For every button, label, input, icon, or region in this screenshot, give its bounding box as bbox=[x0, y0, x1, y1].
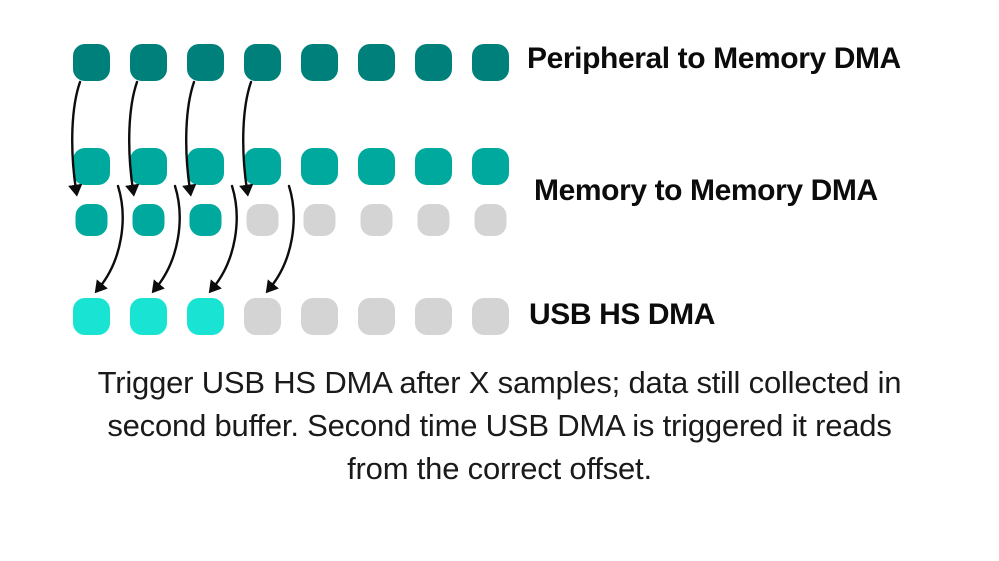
arrow-peripheral-to-buffer-1 bbox=[125, 80, 140, 197]
buffer-cell-usb-hs-dma-7 bbox=[472, 298, 509, 335]
buffer-cell-memory-buffer-second-6 bbox=[417, 204, 450, 236]
caption-line-1: Trigger USB HS DMA after X samples; data… bbox=[97, 365, 902, 400]
arrow-memory-to-usb-3 bbox=[265, 184, 295, 294]
buffer-cell-peripheral-to-memory-5 bbox=[358, 44, 395, 81]
buffer-cell-memory-to-memory-6 bbox=[415, 148, 452, 185]
row-label-peripheral-to-memory: Peripheral to Memory DMA bbox=[527, 42, 901, 75]
buffer-cell-peripheral-to-memory-7 bbox=[472, 44, 509, 81]
buffer-cell-memory-to-memory-2 bbox=[187, 148, 224, 185]
buffer-cell-memory-buffer-second-1 bbox=[132, 204, 165, 236]
buffer-cell-memory-to-memory-7 bbox=[472, 148, 509, 185]
buffer-cell-memory-buffer-second-3 bbox=[246, 204, 279, 236]
buffer-cell-memory-to-memory-0 bbox=[73, 148, 110, 185]
buffer-cell-peripheral-to-memory-0 bbox=[73, 44, 110, 81]
buffer-cell-memory-to-memory-5 bbox=[358, 148, 395, 185]
caption-line-3: from the correct offset. bbox=[347, 451, 652, 486]
buffer-cell-memory-buffer-second-4 bbox=[303, 204, 336, 236]
arrow-peripheral-to-buffer-2 bbox=[182, 80, 197, 197]
row-label-usb-hs-dma: USB HS DMA bbox=[529, 298, 716, 331]
arrow-memory-to-usb-2 bbox=[208, 184, 238, 294]
arrows-layer bbox=[68, 80, 295, 294]
buffer-cell-usb-hs-dma-3 bbox=[244, 298, 281, 335]
buffer-cell-usb-hs-dma-5 bbox=[358, 298, 395, 335]
buffer-cell-memory-to-memory-1 bbox=[130, 148, 167, 185]
buffer-cell-memory-to-memory-3 bbox=[244, 148, 281, 185]
buffer-cell-memory-to-memory-4 bbox=[301, 148, 338, 185]
buffer-cell-memory-buffer-second-0 bbox=[75, 204, 108, 236]
arrow-peripheral-to-buffer-0 bbox=[68, 80, 83, 197]
arrow-peripheral-to-buffer-3 bbox=[239, 80, 254, 197]
buffer-cell-usb-hs-dma-0 bbox=[73, 298, 110, 335]
caption-line-2: second buffer. Second time USB DMA is tr… bbox=[107, 408, 892, 443]
buffer-cell-memory-buffer-second-5 bbox=[360, 204, 393, 236]
buffer-cell-peripheral-to-memory-3 bbox=[244, 44, 281, 81]
buffer-cell-peripheral-to-memory-1 bbox=[130, 44, 167, 81]
buffer-cell-peripheral-to-memory-2 bbox=[187, 44, 224, 81]
arrow-memory-to-usb-1 bbox=[151, 184, 181, 294]
row-label-memory-to-memory: Memory to Memory DMA bbox=[534, 174, 878, 207]
buffer-cell-usb-hs-dma-6 bbox=[415, 298, 452, 335]
caption-block: Trigger USB HS DMA after X samples; data… bbox=[24, 361, 975, 490]
buffer-cell-memory-buffer-second-7 bbox=[474, 204, 507, 236]
buffer-cell-usb-hs-dma-4 bbox=[301, 298, 338, 335]
buffer-cell-usb-hs-dma-1 bbox=[130, 298, 167, 335]
buffer-cell-peripheral-to-memory-6 bbox=[415, 44, 452, 81]
buffer-cell-usb-hs-dma-2 bbox=[187, 298, 224, 335]
buffer-cell-peripheral-to-memory-4 bbox=[301, 44, 338, 81]
buffer-cell-memory-buffer-second-2 bbox=[189, 204, 222, 236]
cells-layer bbox=[73, 44, 509, 335]
arrow-memory-to-usb-0 bbox=[94, 184, 124, 294]
